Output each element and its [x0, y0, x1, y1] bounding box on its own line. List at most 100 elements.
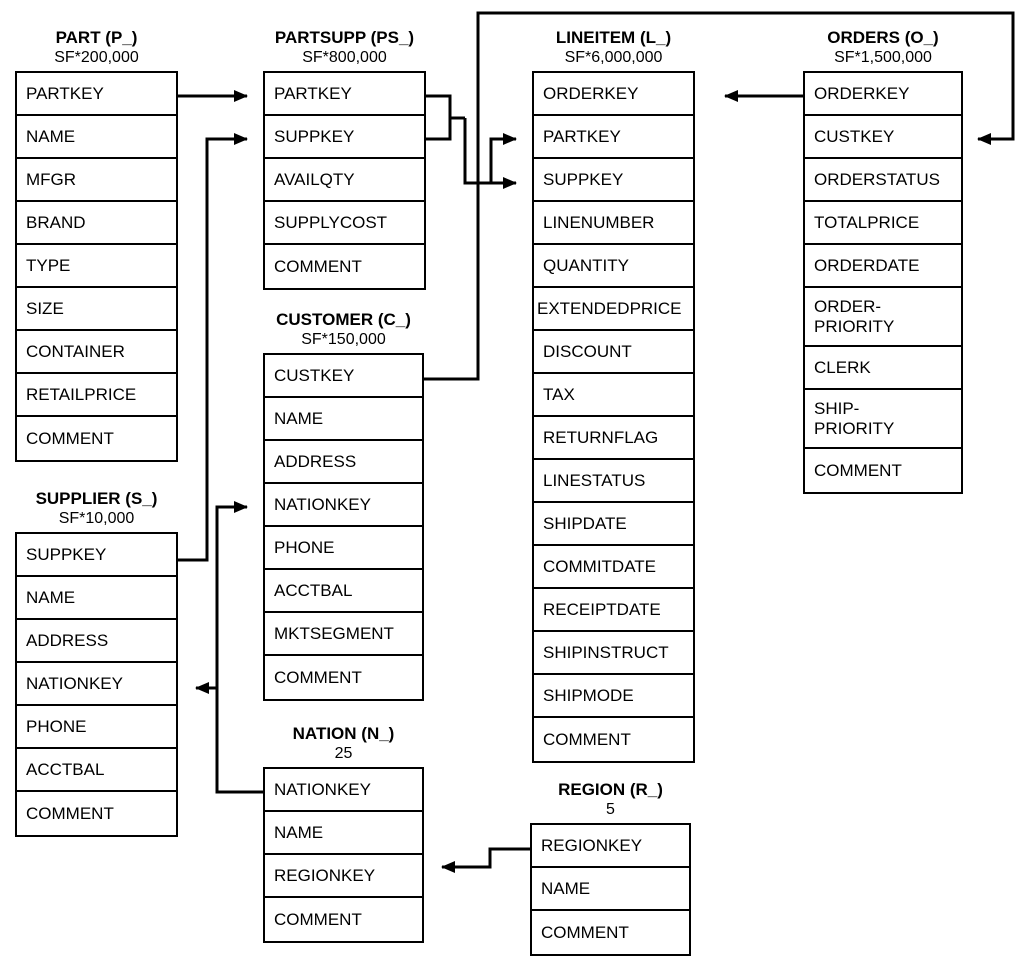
table-row: ORDERSTATUS — [805, 159, 961, 202]
column-label: TYPE — [26, 255, 71, 275]
column-label: LINENUMBER — [543, 212, 655, 232]
table-row: COMMENT — [532, 911, 689, 954]
table-row: RETURNFLAG — [534, 417, 693, 460]
table-row: SHIPMODE — [534, 675, 693, 718]
column-label: RECEIPTDATE — [543, 599, 661, 619]
column-label: EXTENDEDPRICE — [537, 298, 682, 318]
column-label: CUSTKEY — [274, 365, 355, 385]
table-row: ADDRESS — [17, 620, 176, 663]
column-label: ORDERSTATUS — [814, 169, 940, 189]
column-label: ACCTBAL — [274, 580, 353, 600]
table-row: ORDER- PRIORITY — [805, 288, 961, 347]
table-part-title: PART (P_) — [55, 28, 138, 47]
edge-nation-trunk — [215, 501, 263, 794]
table-row: SHIP- PRIORITY — [805, 390, 961, 449]
table-row: SHIPDATE — [534, 503, 693, 546]
column-label: NAME — [541, 878, 591, 898]
column-label: SUPPKEY — [26, 544, 107, 564]
column-label: SUPPKEY — [274, 126, 355, 146]
table-row: EXTENDEDPRICE — [534, 288, 693, 331]
table-customer-title: CUSTOMER (C_) — [276, 310, 411, 329]
column-label: COMMITDATE — [543, 556, 657, 576]
edge-partsupp-suppkey-stub — [426, 118, 452, 141]
table-row: CONTAINER — [17, 331, 176, 374]
table-row: RETAILPRICE — [17, 374, 176, 417]
table-orders-cardinality: SF*1,500,000 — [834, 49, 932, 66]
table-row: ADDRESS — [265, 441, 422, 484]
table-row: MFGR — [17, 159, 176, 202]
column-label: MFGR — [26, 169, 77, 189]
table-row: LINENUMBER — [534, 202, 693, 245]
table-row: ACCTBAL — [17, 749, 176, 792]
table-row: LINESTATUS — [534, 460, 693, 503]
table-row: COMMENT — [805, 449, 961, 492]
table-row: NATIONKEY — [265, 769, 422, 812]
column-label: COMMENT — [26, 803, 114, 823]
column-label: ORDER- PRIORITY — [814, 296, 895, 336]
column-label: MKTSEGMENT — [274, 623, 394, 643]
column-label: PARTKEY — [26, 83, 104, 103]
table-row: PHONE — [17, 706, 176, 749]
table-region: REGION (R_) 5 REGIONKEY NAME COMMENT — [530, 780, 691, 956]
table-row: SIZE — [17, 288, 176, 331]
table-row: SUPPKEY — [17, 534, 176, 577]
edge-partsupp-to-lineitem-partkey — [489, 133, 517, 183]
table-row: PARTKEY — [534, 116, 693, 159]
edge-partsupp-merge-trunk — [463, 118, 491, 185]
column-label: COMMENT — [541, 922, 629, 942]
table-part-cardinality: SF*200,000 — [54, 49, 139, 66]
table-row: COMMENT — [17, 792, 176, 835]
column-label: PHONE — [26, 716, 87, 736]
column-label: SHIPINSTRUCT — [543, 642, 669, 662]
table-supplier: SUPPLIER (S_) SF*10,000 SUPPKEY NAME ADD… — [15, 489, 178, 837]
column-label: NAME — [274, 408, 324, 428]
column-label: ACCTBAL — [26, 759, 105, 779]
table-row: COMMENT — [265, 245, 424, 288]
table-row: NAME — [265, 398, 422, 441]
table-row: SUPPKEY — [265, 116, 424, 159]
table-part: PART (P_) SF*200,000 PARTKEY NAME MFGR B… — [15, 28, 178, 462]
table-row: CUSTKEY — [805, 116, 961, 159]
column-label: SHIP- PRIORITY — [814, 398, 895, 438]
table-row: COMMENT — [265, 656, 422, 699]
column-label: COMMENT — [274, 909, 362, 929]
table-part-box: PARTKEY NAME MFGR BRAND TYPE SIZE CONTAI… — [15, 71, 178, 462]
column-label: COMMENT — [814, 460, 902, 480]
table-orders-title: ORDERS (O_) — [827, 28, 939, 47]
column-label: NAME — [274, 822, 324, 842]
table-row: BRAND — [17, 202, 176, 245]
table-lineitem-title: LINEITEM (L_) — [555, 28, 672, 47]
table-row: TAX — [534, 374, 693, 417]
table-row: AVAILQTY — [265, 159, 424, 202]
table-row: SHIPINSTRUCT — [534, 632, 693, 675]
column-label: SHIPDATE — [543, 513, 627, 533]
column-label: COMMENT — [274, 667, 362, 687]
table-row: COMMENT — [534, 718, 693, 761]
table-row: PARTKEY — [17, 73, 176, 116]
column-label: ADDRESS — [274, 451, 357, 471]
table-row: NAME — [17, 116, 176, 159]
table-nation-box: NATIONKEY NAME REGIONKEY COMMENT — [263, 767, 424, 943]
table-row: DISCOUNT — [534, 331, 693, 374]
table-row: SUPPKEY — [534, 159, 693, 202]
table-nation-title: NATION (N_) — [292, 724, 395, 743]
table-supplier-box: SUPPKEY NAME ADDRESS NATIONKEY PHONE ACC… — [15, 532, 178, 837]
table-row: COMMITDATE — [534, 546, 693, 589]
table-row: NAME — [265, 812, 422, 855]
column-label: NAME — [26, 587, 76, 607]
table-supplier-title: SUPPLIER (S_) — [35, 489, 158, 508]
column-label: TOTALPRICE — [814, 212, 920, 232]
table-row: NAME — [17, 577, 176, 620]
table-row: ORDERKEY — [534, 73, 693, 116]
column-label: NATIONKEY — [274, 779, 371, 799]
table-nation: NATION (N_) 25 NATIONKEY NAME REGIONKEY … — [263, 724, 424, 943]
table-lineitem-cardinality: SF*6,000,000 — [564, 49, 663, 66]
column-label: COMMENT — [274, 256, 362, 276]
table-row: CLERK — [805, 347, 961, 390]
table-row: RECEIPTDATE — [534, 589, 693, 632]
column-label: COMMENT — [543, 729, 631, 749]
edge-partsupp-partkey-stub — [426, 94, 465, 120]
table-row: TYPE — [17, 245, 176, 288]
column-label: PARTKEY — [274, 83, 352, 103]
table-row: NAME — [532, 868, 689, 911]
